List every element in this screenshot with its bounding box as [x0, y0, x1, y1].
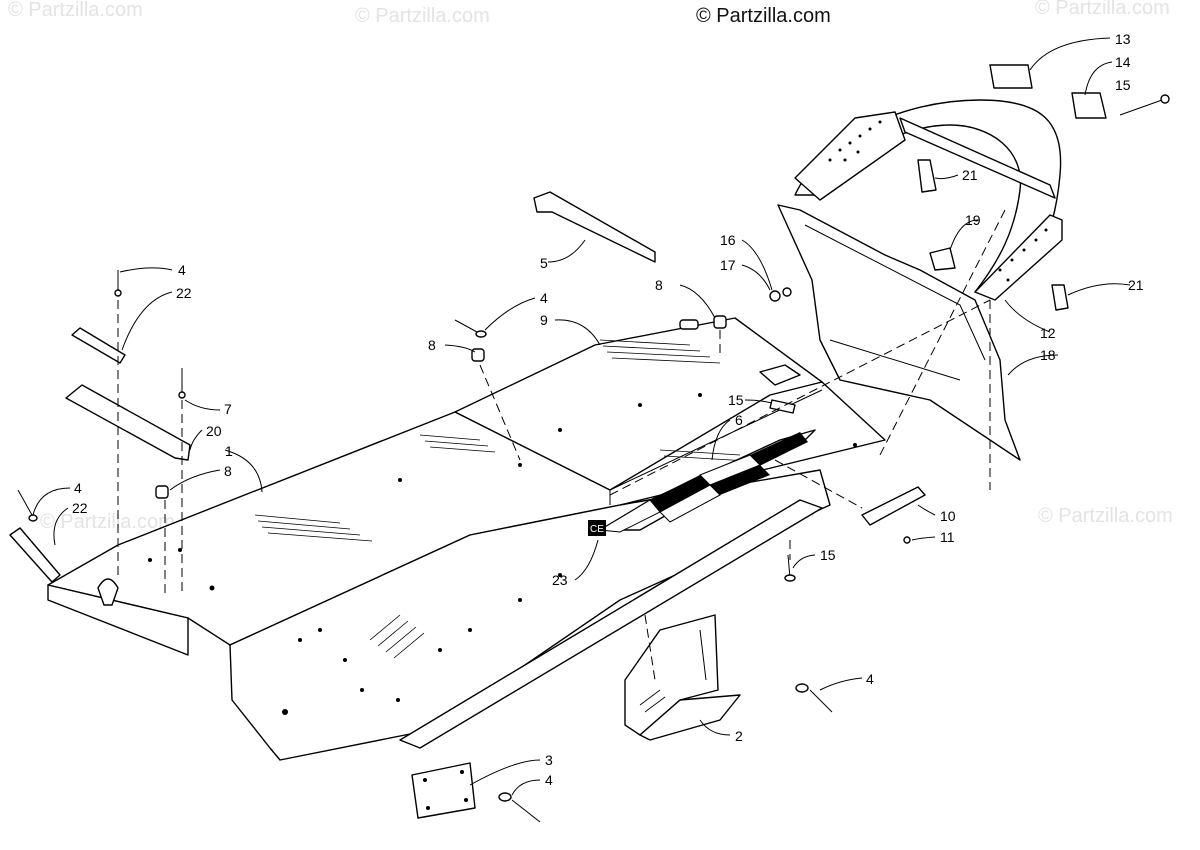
callout-12: 12 — [1040, 325, 1056, 341]
callout-labels: 4 22 7 20 1 8 4 22 8 4 9 5 8 6 15 23 15 … — [72, 31, 1144, 788]
callout-4: 4 — [74, 480, 82, 496]
callout-3: 3 — [545, 752, 553, 768]
callout-13: 13 — [1115, 31, 1131, 47]
watermark: © Partzilla.com — [1035, 0, 1170, 19]
watermark: © Partzilla.com — [1038, 505, 1173, 527]
callout-9: 9 — [540, 312, 548, 328]
ce-mark: CE — [588, 520, 606, 536]
callout-21: 21 — [962, 167, 978, 183]
callout-16: 16 — [720, 232, 736, 248]
callout-2: 2 — [735, 728, 743, 744]
callout-8: 8 — [655, 277, 663, 293]
callout-5: 5 — [540, 255, 548, 271]
callout-4: 4 — [545, 772, 553, 788]
hardware — [9, 64, 1170, 823]
guide-lines — [117, 209, 1006, 681]
callout-8: 8 — [428, 337, 436, 353]
reflector-part-10 — [861, 486, 926, 526]
callout-17: 17 — [720, 257, 736, 273]
strip-part-5 — [533, 191, 656, 263]
callout-11: 11 — [940, 529, 955, 545]
callout-18: 18 — [1040, 347, 1056, 363]
ce-mark-label: CE — [590, 524, 604, 535]
callout-7: 7 — [224, 401, 232, 417]
callout-15: 15 — [820, 547, 836, 563]
plate-part-3 — [411, 762, 476, 819]
callout-20: 20 — [206, 423, 222, 439]
watermark: © Partzilla.com — [355, 5, 490, 27]
callout-21: 21 — [1128, 277, 1144, 293]
callout-4: 4 — [866, 671, 874, 687]
watermark: © Partzilla.com — [8, 0, 143, 21]
callout-4: 4 — [540, 290, 548, 306]
tunnel — [47, 317, 886, 761]
checkered-decal — [598, 429, 816, 533]
callout-10: 10 — [940, 508, 956, 524]
callout-22: 22 — [176, 285, 192, 301]
callout-19: 19 — [965, 212, 981, 228]
callout-4: 4 — [178, 262, 186, 278]
callout-8: 8 — [224, 463, 232, 479]
callout-15: 15 — [728, 392, 744, 408]
callout-23: 23 — [552, 572, 568, 588]
callout-15: 15 — [1115, 77, 1131, 93]
callout-22: 22 — [72, 500, 88, 516]
callout-14: 14 — [1115, 54, 1131, 70]
leader-lines — [32, 37, 1131, 796]
callout-1: 1 — [225, 443, 233, 459]
copyright-text: © Partzilla.com — [696, 5, 831, 27]
callout-6: 6 — [735, 412, 743, 428]
rear-bumper — [777, 99, 1063, 461]
bracket-part-2 — [624, 614, 741, 741]
watermark: © Partzilla.com — [40, 511, 175, 533]
